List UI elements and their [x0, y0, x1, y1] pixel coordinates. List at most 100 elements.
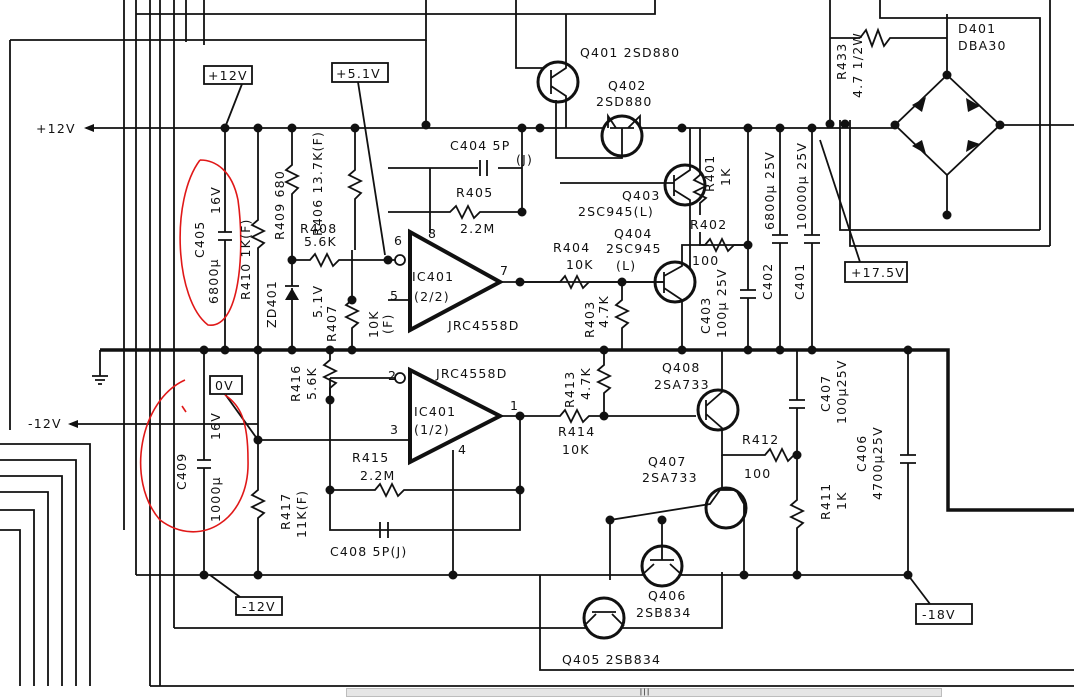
c404-label: C404 5P [450, 138, 510, 153]
r416-value: 5.6K [304, 367, 319, 400]
junction-dots [199, 70, 1005, 580]
r408-value: 5.6K [304, 234, 337, 249]
tag-zero-v: 0V [215, 378, 234, 393]
c408-label: C408 5P(J) [330, 544, 408, 559]
horizontal-scrollbar[interactable]: ┃┃┃ [346, 688, 942, 697]
q406-ref: Q406 [648, 588, 687, 603]
r415-ref: R415 [352, 450, 389, 465]
q408-type: 2SA733 [654, 377, 710, 392]
pin-8: 8 [428, 226, 437, 241]
c406-value: 4700µ25V [870, 426, 885, 500]
q407-ref: Q407 [648, 454, 687, 469]
c401-value: 10000µ 25V [794, 142, 809, 230]
d401-type: DBA30 [958, 38, 1007, 53]
r415-value: 2.2M [360, 468, 395, 483]
bridge-rectifier-d401 [859, 14, 1074, 215]
q408-ref: Q408 [662, 360, 701, 375]
pin-6: 6 [394, 233, 403, 248]
schematic-text: Q401 2SD880 Q402 2SD880 Q403 2SC945(L) Q… [28, 21, 1007, 667]
c405-ref: C405 [192, 221, 207, 258]
r433-value: 4.7 1/2W [850, 32, 865, 98]
ic401a-ref: IC401 [414, 404, 456, 419]
transistor-q405 [582, 596, 626, 640]
c403-label: C403 [698, 297, 713, 334]
r413-ref: R413 [562, 371, 577, 408]
q404-ref: Q404 [614, 226, 653, 241]
r433-ref: R433 [834, 43, 849, 80]
ic401b-ref: IC401 [412, 269, 454, 284]
c405-volt: 16V [208, 186, 223, 214]
r404-value: 10K [566, 257, 594, 272]
c409-cap: 1000µ [208, 476, 223, 522]
pin-3: 3 [390, 422, 399, 437]
q403-type: 2SC945(L) [578, 204, 654, 219]
ic401a-type: JRC4558D [435, 366, 508, 381]
c409-volt: 16V [208, 412, 223, 440]
r405-ref: R405 [456, 185, 493, 200]
zd401-label: ZD401 [264, 280, 279, 328]
ic401b-type: JRC4558D [447, 318, 520, 333]
c407-value: 100µ25V [834, 359, 849, 424]
transistor-q407 [609, 455, 748, 580]
tag-plus5v1: +5.1V [336, 66, 381, 81]
supply-minus12-left: -12V [28, 416, 62, 431]
c404-suffix: (J) [516, 152, 533, 167]
r401-ref: R401 [702, 155, 717, 192]
c407-label: C407 [818, 375, 833, 412]
zener-zd401 [285, 260, 299, 350]
scrollbar-grip-icon[interactable]: ┃┃┃ [639, 689, 650, 696]
r412-ref: R412 [742, 432, 779, 447]
q404-type: 2SC945 [606, 241, 662, 256]
c403-value: 100µ 25V [714, 268, 729, 338]
supply-plus12-left: +12V [36, 121, 76, 136]
r405-value: 2.2M [460, 221, 495, 236]
power-rails [68, 124, 1074, 687]
r407-ref: R407 [324, 305, 339, 342]
transistor-q406 [640, 520, 684, 588]
c401-label: C401 [792, 263, 807, 300]
c406-label: C406 [854, 435, 869, 472]
opamp-ic401-2of2 [388, 168, 520, 334]
tag-minus12: -12V [242, 599, 276, 614]
r410-label: R410 1K(F) [238, 218, 253, 300]
r407-value: 10K [366, 310, 381, 338]
q406-type: 2SB834 [636, 605, 692, 620]
r416-ref: R416 [288, 365, 303, 402]
tag-plus17v5: +17.5V [851, 265, 905, 280]
transistor-q402 [555, 100, 644, 159]
r412-value: 100 [744, 466, 771, 481]
r414-ref: R414 [558, 424, 595, 439]
c402-value: 6800µ 25V [762, 151, 777, 230]
r413-value: 4.7K [578, 367, 593, 400]
r404-ref: R404 [553, 240, 590, 255]
r409-label: R409 680 [272, 170, 287, 240]
c409-ref: C409 [174, 453, 189, 490]
r417-ref: R417 [278, 493, 293, 530]
r414-value: 10K [562, 442, 590, 457]
r411-ref: R411 [818, 483, 833, 520]
r417-value: 11K(F) [294, 490, 309, 538]
red-annotations [139, 159, 249, 533]
r411-value: 1K [834, 491, 849, 510]
q401-label: Q401 2SD880 [580, 45, 680, 60]
r407-suffix: (F) [380, 313, 395, 334]
r406-label: R406 13.7K(F) [310, 131, 325, 236]
pin-4: 4 [458, 442, 467, 457]
zd401-value: 5.1V [310, 285, 325, 318]
r408-ref: R408 [300, 221, 337, 236]
resistors-top [249, 128, 748, 350]
pin-5: 5 [390, 288, 399, 303]
tag-plus12: +12V [208, 68, 248, 83]
r402-value: 100 [692, 253, 719, 268]
voltage-tags [203, 62, 973, 625]
r401-value: 1K [718, 167, 733, 186]
q402-type: 2SD880 [596, 94, 653, 109]
q403-ref: Q403 [622, 188, 661, 203]
pin-1: 1 [510, 398, 519, 413]
d401-ref: D401 [958, 21, 996, 36]
q407-type: 2SA733 [642, 470, 698, 485]
capacitors-top [218, 128, 820, 350]
ic401b-unit: (2/2) [414, 289, 450, 304]
q402-ref: Q402 [608, 78, 647, 93]
ic401a-unit: (1/2) [414, 422, 450, 437]
